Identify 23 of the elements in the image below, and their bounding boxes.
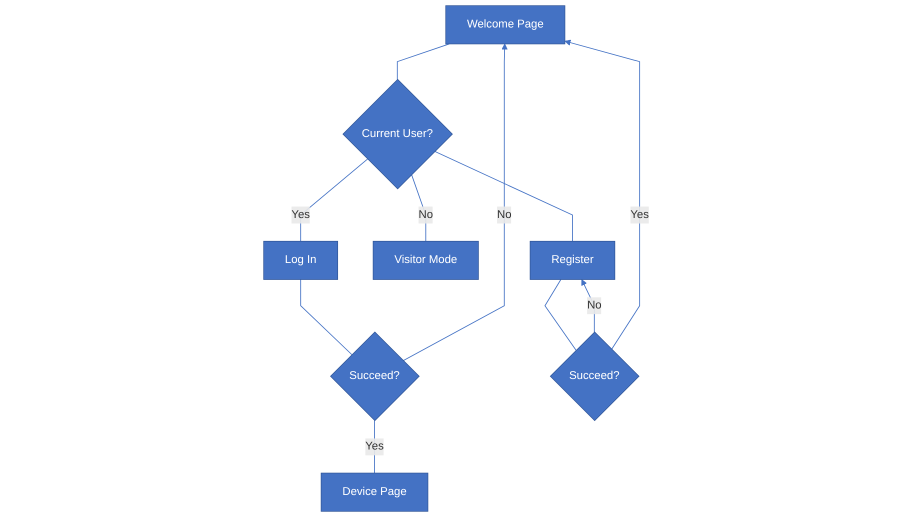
node-box: Register	[529, 240, 615, 280]
arrow	[402, 44, 508, 362]
edge-label: Yes	[630, 208, 649, 221]
connector	[434, 150, 573, 242]
node-box: Log In	[263, 240, 338, 280]
connector	[410, 174, 426, 242]
node-diamond: Succeed?	[550, 331, 640, 422]
node-box: Visitor Mode	[372, 240, 479, 280]
connector	[300, 158, 368, 242]
node-box: Device Page	[320, 472, 428, 512]
connector	[300, 279, 352, 356]
edge-label: No	[496, 208, 512, 221]
edge-label: Yes	[291, 208, 310, 221]
connector	[374, 420, 375, 474]
arrow	[564, 40, 640, 350]
node-box: Welcome Page	[445, 5, 565, 44]
node-diamond: Succeed?	[330, 331, 420, 422]
connector	[396, 44, 450, 80]
node-diamond: Current User?	[342, 78, 453, 190]
edge-label: No	[418, 208, 433, 221]
edge-label: Yes	[364, 440, 384, 453]
edge-label: No	[586, 299, 602, 312]
connector	[544, 279, 576, 351]
